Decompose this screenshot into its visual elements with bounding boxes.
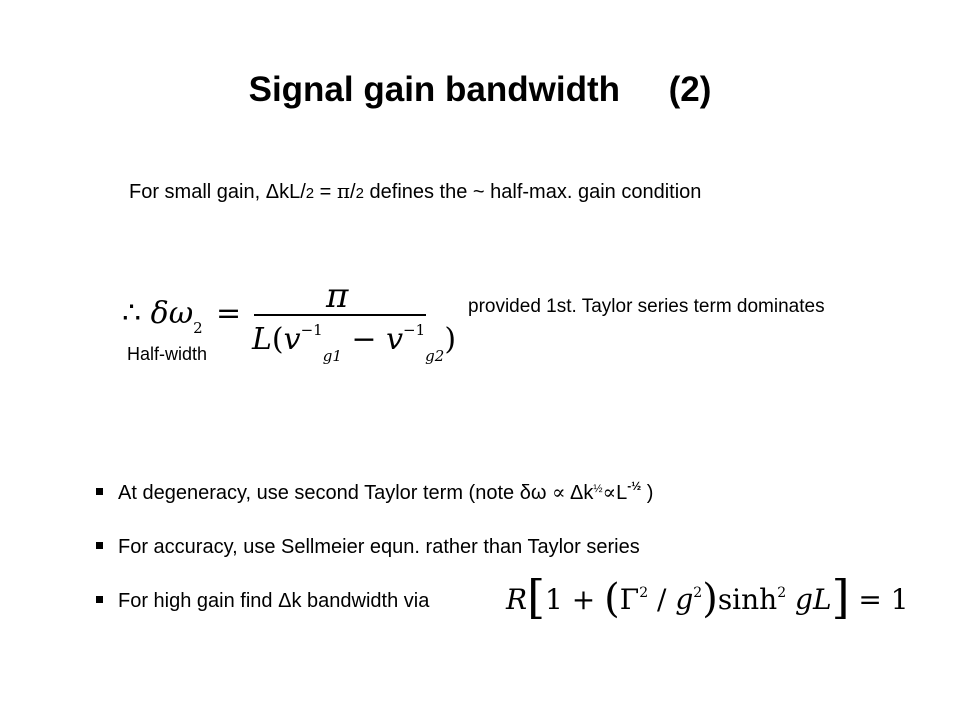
- bullet-degeneracy-text: At degeneracy, use second Taylor term (n…: [118, 482, 553, 504]
- square-bullet-icon: [96, 488, 103, 495]
- den-v1: v: [283, 322, 301, 357]
- intro-two-b: 2: [355, 185, 364, 202]
- eq2-left-bracket: [: [527, 570, 546, 624]
- formula-equals: =: [216, 296, 242, 331]
- half-width-formula: ∴ δω2 = π L(v−1g1 − v−1g2): [118, 276, 456, 368]
- half-width-label: Half-width: [127, 344, 208, 364]
- eq2-R: R: [506, 583, 528, 616]
- eq2-gamma: Γ: [619, 583, 640, 616]
- intro-line: For small gain, ΔkL/2 = π/2 defines the …: [129, 179, 701, 204]
- formula-numerator: π: [326, 276, 349, 316]
- bullet-degeneracy-L: L: [616, 482, 628, 504]
- bullet-degeneracy-dk: Δk: [565, 482, 594, 504]
- eq2-g: g: [675, 583, 694, 616]
- den-open-paren: (: [271, 322, 284, 357]
- bullet-degeneracy: At degeneracy, use second Taylor term (n…: [96, 479, 654, 505]
- therefore-symbol: ∴: [122, 296, 142, 331]
- eq2-sq3: 2: [777, 585, 787, 601]
- intro-text-before: For small gain, ΔkL/: [129, 181, 306, 203]
- eq2-right-bracket: ]: [831, 570, 850, 624]
- delta-omega: δω: [150, 296, 194, 331]
- formula-lhs: ∴ δω2: [122, 296, 203, 337]
- half-exponent: ½: [593, 483, 603, 495]
- intro-text-after: defines the ~ half-max. gain condition: [363, 181, 702, 203]
- high-gain-formula: R[1 + (Γ2 / g2)sinh2 gL] = 1: [506, 566, 909, 626]
- eq2-right-paren: ): [702, 576, 718, 622]
- slide-title: Signal gain bandwidth (2): [248, 70, 712, 109]
- proportional-symbol: ∝: [552, 480, 566, 504]
- bullet-high-gain: For high gain find Δk bandwidth via: [96, 590, 429, 613]
- den-v2: v: [386, 322, 404, 357]
- den-sup2: −1: [403, 321, 426, 339]
- eq2-one: 1: [545, 583, 563, 616]
- intro-pi: π: [336, 179, 351, 203]
- intro-two-a: 2: [305, 185, 315, 202]
- intro-equals: =: [314, 181, 337, 203]
- bullet-degeneracy-close: ): [641, 482, 654, 504]
- negative-half-exponent: -½: [627, 479, 642, 493]
- square-bullet-icon: [96, 542, 103, 549]
- eq2-left-paren: (: [604, 576, 620, 622]
- delta-omega-subscript: 2: [193, 319, 203, 337]
- eq2-sq1: 2: [639, 585, 649, 601]
- bullet-accuracy: For accuracy, use Sellmeier equn. rather…: [96, 536, 640, 559]
- den-L: L: [252, 322, 272, 357]
- eq2-gL: gL: [795, 583, 832, 616]
- eq2-sq2: 2: [693, 585, 703, 601]
- provided-note: provided 1st. Taylor series term dominat…: [468, 296, 825, 317]
- intro-slash: /: [350, 181, 356, 203]
- proportional-symbol-2: ∝: [602, 480, 617, 504]
- fraction-bar: [254, 314, 426, 316]
- den-minus: −: [341, 322, 387, 357]
- den-sub1: g1: [322, 347, 342, 365]
- den-sup1: −1: [300, 321, 323, 339]
- den-close-paren: ): [444, 322, 457, 357]
- eq2-slash: /: [648, 583, 676, 616]
- formula-denominator: L(v−1g1 − v−1g2): [252, 321, 457, 365]
- den-sub2: g2: [425, 347, 445, 365]
- bullet-accuracy-text: For accuracy, use Sellmeier equn. rather…: [118, 536, 640, 558]
- eq2-plus: +: [562, 583, 605, 616]
- bullet-high-gain-text: For high gain find Δk bandwidth via: [118, 590, 430, 612]
- eq2-sinh: sinh: [717, 583, 778, 616]
- eq2-equals-one: = 1: [849, 583, 909, 616]
- square-bullet-icon: [96, 596, 103, 603]
